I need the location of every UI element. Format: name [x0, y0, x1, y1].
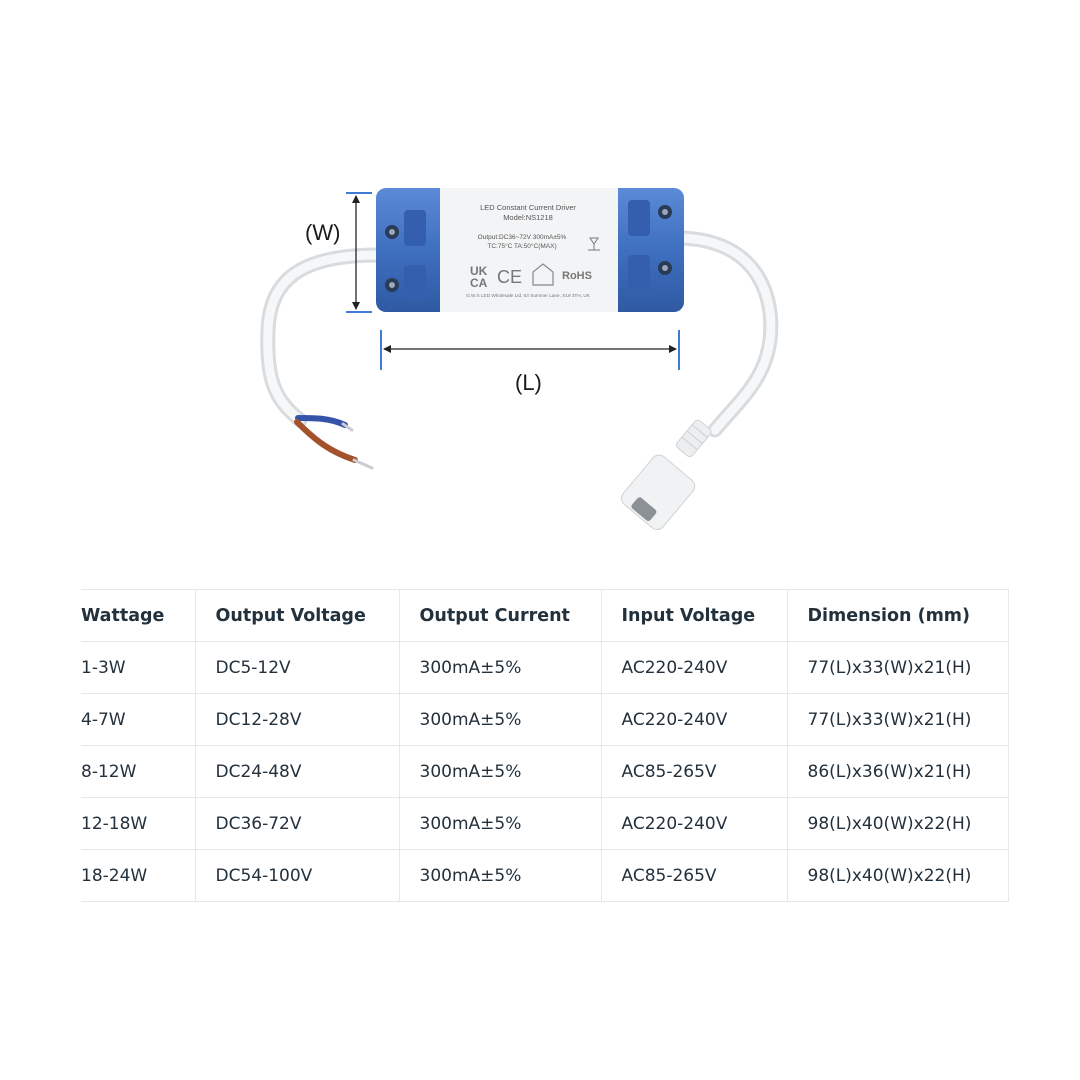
length-dimension: [380, 330, 680, 370]
label-title: LED Constant Current Driver: [480, 203, 576, 212]
cell-dimension: 98(L)x40(W)x22(H): [787, 849, 1009, 902]
header-output-current: Output Current: [399, 589, 602, 642]
cell-input-voltage: AC85-265V: [601, 745, 788, 798]
table-row: 1-3W DC5-12V 300mA±5% AC220-240V 77(L)x3…: [81, 641, 1009, 694]
cell-output-voltage: DC24-48V: [195, 745, 400, 798]
cell-wattage: 18-24W: [81, 849, 196, 902]
length-label: (L): [515, 370, 542, 395]
header-input-voltage: Input Voltage: [601, 589, 788, 642]
led-driver-illustration: LED Constant Current Driver Model:NS1218…: [260, 188, 779, 530]
brown-wire: [294, 419, 358, 463]
header-dimension: Dimension (mm): [787, 589, 1009, 642]
width-dimension: [346, 192, 372, 313]
ukca-mark-bottom: CA: [470, 276, 488, 290]
label-output: Output:DC36~72V 300mA±5%: [478, 234, 567, 241]
cell-dimension: 77(L)x33(W)x21(H): [787, 641, 1009, 694]
rohs-mark: RoHS: [562, 270, 592, 282]
cell-wattage: 12-18W: [81, 797, 196, 850]
cell-output-current: 300mA±5%: [399, 693, 602, 746]
table-row: 12-18W DC36-72V 300mA±5% AC220-240V 98(L…: [81, 797, 1009, 850]
cell-dimension: 77(L)x33(W)x21(H): [787, 693, 1009, 746]
cell-output-current: 300mA±5%: [399, 641, 602, 694]
output-cable: [672, 230, 779, 438]
cell-input-voltage: AC220-240V: [601, 641, 788, 694]
cell-output-voltage: DC5-12V: [195, 641, 400, 694]
cell-wattage: 1-3W: [81, 641, 196, 694]
width-label: (W): [305, 220, 341, 245]
cell-output-current: 300mA±5%: [399, 797, 602, 850]
label-temp: TC:75°C TA:50°C(MAX): [487, 242, 556, 250]
spec-table: Wattage Output Voltage Output Current In…: [81, 589, 1009, 902]
lamp-symbol-icon: [588, 237, 600, 251]
table-row: 8-12W DC24-48V 300mA±5% AC85-265V 86(L)x…: [81, 745, 1009, 798]
table-row: 18-24W DC54-100V 300mA±5% AC85-265V 98(L…: [81, 849, 1009, 902]
header-output-voltage: Output Voltage: [195, 589, 400, 642]
cell-input-voltage: AC220-240V: [601, 797, 788, 850]
cell-output-current: 300mA±5%: [399, 745, 602, 798]
table-row: 4-7W DC12-28V 300mA±5% AC220-240V 77(L)x…: [81, 693, 1009, 746]
product-photo: LED Constant Current Driver Model:NS1218…: [260, 188, 779, 530]
house-icon: [532, 263, 554, 286]
header-wattage: Wattage: [81, 589, 196, 642]
cell-wattage: 8-12W: [81, 745, 196, 798]
dc-connector: [675, 419, 712, 458]
cell-output-current: 300mA±5%: [399, 849, 602, 902]
label-address: G.W.S LED Wholesale Ltd, 63 Summer Lane,…: [466, 293, 591, 298]
cell-output-voltage: DC54-100V: [195, 849, 400, 902]
right-screws: [628, 200, 672, 291]
cell-output-voltage: DC12-28V: [195, 693, 400, 746]
cell-input-voltage: AC85-265V: [601, 849, 788, 902]
cell-dimension: 98(L)x40(W)x22(H): [787, 797, 1009, 850]
table-header-row: Wattage Output Voltage Output Current In…: [81, 589, 1009, 642]
cell-wattage: 4-7W: [81, 693, 196, 746]
ce-mark: CE: [497, 267, 522, 287]
cell-output-voltage: DC36-72V: [195, 797, 400, 850]
ukca-mark-top: UK: [470, 264, 488, 278]
cell-input-voltage: AC220-240V: [601, 693, 788, 746]
label-model: Model:NS1218: [503, 213, 553, 222]
left-screws: [385, 210, 426, 301]
blue-wire: [295, 415, 348, 428]
cell-dimension: 86(L)x36(W)x21(H): [787, 745, 1009, 798]
